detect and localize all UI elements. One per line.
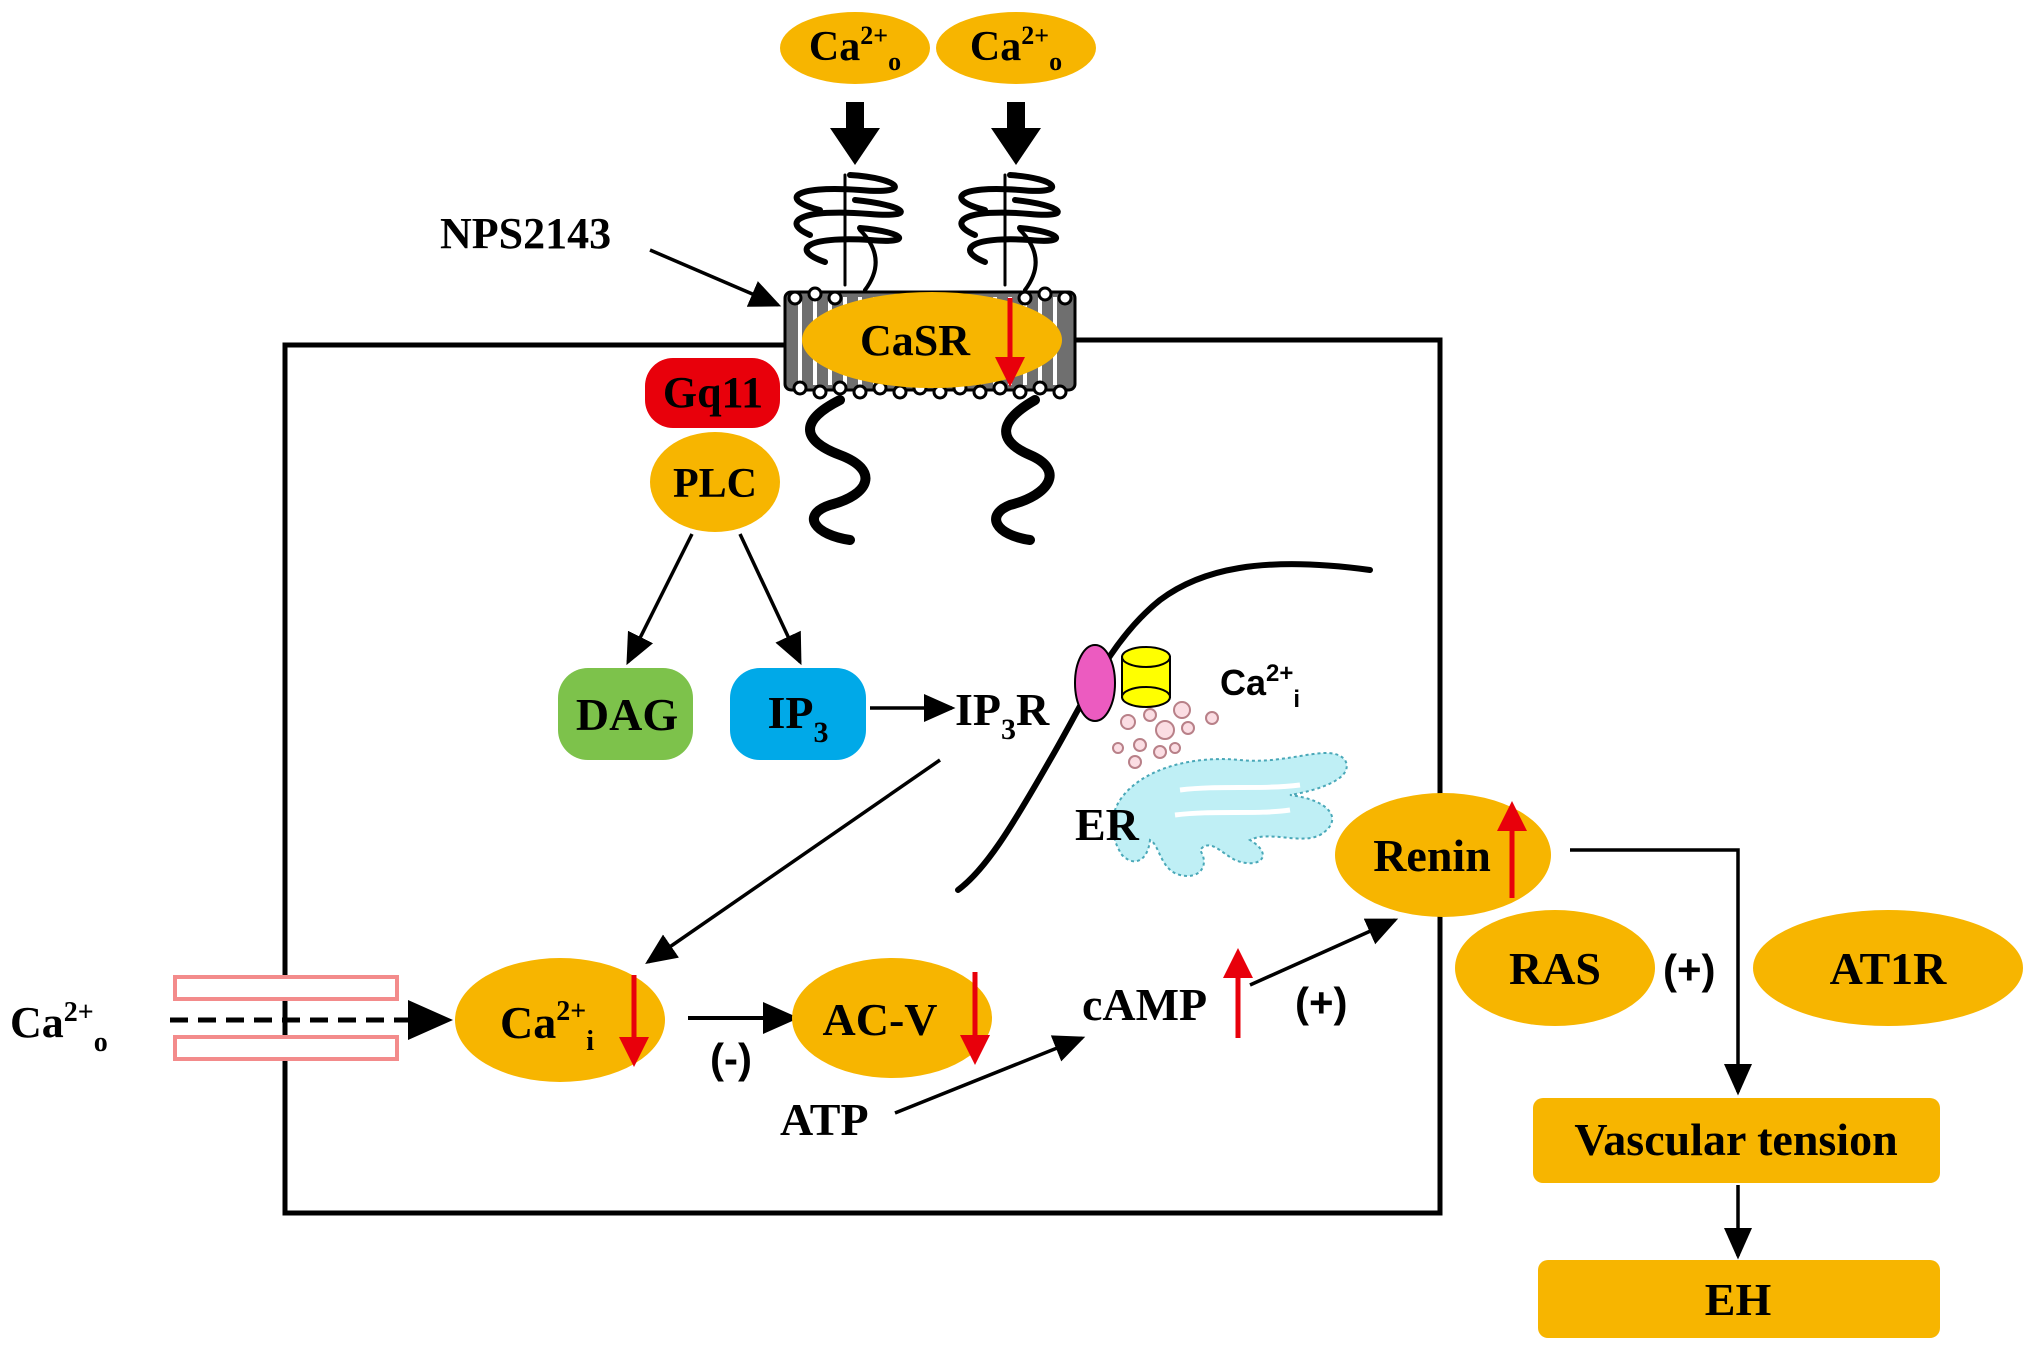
nps2143-arrow: [649, 248, 782, 307]
camp-label: cAMP: [1082, 979, 1207, 1030]
acv-node: AC-V: [792, 958, 992, 1078]
svg-text:IP3: IP3: [768, 687, 829, 749]
casr-intracellular-tail-left: [805, 395, 871, 545]
calcium-binding-arrow-left: [830, 102, 880, 165]
calcium-ion-dots: [1112, 701, 1219, 769]
ras-at1r-stimulation-label: (+): [1663, 946, 1716, 993]
dag-node: DAG: [558, 668, 693, 760]
camp-to-renin-arrow: [1249, 918, 1399, 987]
plc-node: PLC: [650, 432, 780, 532]
casr-intracellular-tail-right: [991, 395, 1055, 545]
svg-text:CaSR: CaSR: [860, 316, 971, 365]
nps2143-label: NPS2143: [440, 209, 611, 258]
extracellular-calcium-left: Ca2+o: [780, 12, 930, 84]
extracellular-calcium-right: Ca2+o: [936, 12, 1096, 84]
ip3r-to-calcium-arrow: [645, 758, 941, 964]
calcium-binding-arrow-right: [991, 102, 1041, 165]
cell-membrane-outline: [282, 337, 1443, 1216]
renin-to-vascular-tension-arrow: [1570, 848, 1752, 1096]
ip3-node: IP3: [730, 668, 866, 760]
renin-node: Renin: [1335, 793, 1551, 917]
channel-upper-bar: [173, 975, 399, 1001]
inhibition-label: (-): [710, 1035, 752, 1082]
er-label: ER: [1075, 799, 1140, 850]
svg-text:Gq11: Gq11: [663, 368, 763, 417]
channel-lower-bar: [173, 1035, 399, 1061]
intracellular-calcium-node: Ca2+i: [455, 958, 665, 1082]
svg-text:Vascular tension: Vascular tension: [1574, 1114, 1897, 1165]
svg-text:EH: EH: [1705, 1274, 1772, 1325]
casr-extracellular-domain-left: [793, 172, 904, 292]
svg-text:Ca2+o: Ca2+o: [809, 21, 901, 76]
ras-node: RAS: [1455, 910, 1655, 1026]
endoplasmic-reticulum-icon: [1111, 752, 1348, 877]
er-calcium-label: Ca2+i: [1220, 660, 1300, 713]
svg-text:AT1R: AT1R: [1830, 943, 1947, 994]
svg-text:Ca2+o: Ca2+o: [970, 21, 1062, 76]
svg-text:PLC: PLC: [673, 461, 757, 507]
eh-node: EH: [1538, 1260, 1940, 1338]
atp-label: ATP: [780, 1094, 869, 1145]
atp-to-camp-arrow: [894, 1035, 1086, 1115]
extracellular-calcium-channel-label: Ca2+o: [10, 997, 108, 1058]
svg-text:Ca2+i: Ca2+i: [500, 996, 594, 1057]
gq11-node: Gq11: [645, 358, 780, 428]
calcium-channel-icon: [1121, 646, 1171, 708]
ip3r-label: IP3R: [955, 684, 1050, 746]
plc-to-dag-arrow: [626, 533, 694, 666]
vascular-tension-node: Vascular tension: [1533, 1098, 1940, 1183]
casr-extracellular-domain-right: [958, 172, 1061, 292]
ip3-receptor-icon: [1074, 644, 1116, 722]
svg-text:RAS: RAS: [1509, 943, 1601, 994]
svg-text:Renin: Renin: [1373, 830, 1491, 881]
plc-to-ip3-arrow: [738, 533, 802, 666]
at1r-node: AT1R: [1753, 910, 2023, 1026]
svg-text:DAG: DAG: [576, 689, 678, 740]
casr-node: CaSR: [802, 292, 1062, 388]
camp-stimulation-label: (+): [1295, 979, 1348, 1026]
svg-text:AC-V: AC-V: [823, 994, 938, 1045]
